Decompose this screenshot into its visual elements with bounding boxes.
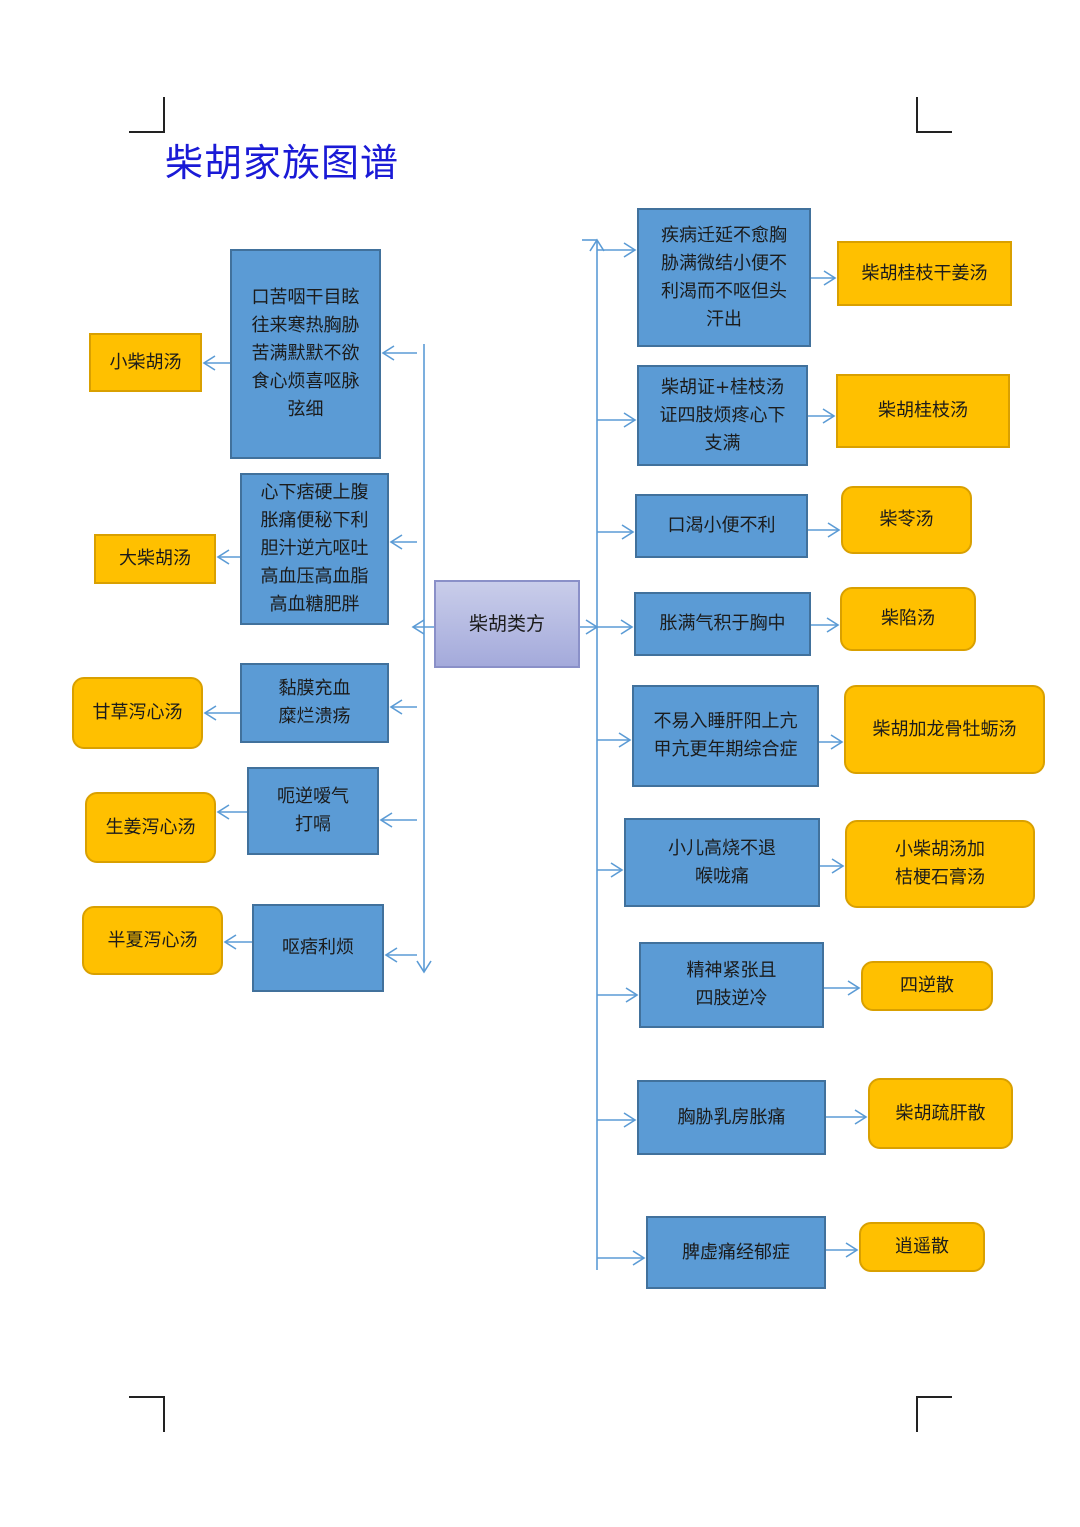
- arrow-trunk-to-right-condition-1-head: [623, 242, 637, 258]
- arrow-trunk-to-right-condition-5-head: [618, 732, 632, 748]
- arrow-trunk-to-left-condition-5-head: [384, 947, 398, 963]
- arrow-left-condition-to-formula-5-head: [223, 934, 237, 950]
- left-formula-1: 小柴胡汤: [89, 333, 202, 392]
- left-trunk-head: [416, 960, 432, 974]
- arrow-left-condition-to-formula-2-head: [216, 549, 230, 565]
- center-node: 柴胡类方: [434, 580, 580, 668]
- arrow-trunk-to-right-condition-2-head: [623, 412, 637, 428]
- arrow-right-condition-to-formula-7-head: [847, 980, 861, 996]
- arrow-right-condition-to-formula-9-head: [845, 1242, 859, 1258]
- arrow-trunk-to-right-condition-4-head: [620, 619, 634, 635]
- right-condition-5: 不易入睡肝阳上亢 甲亢更年期综合症: [632, 685, 819, 787]
- crop-mark-top-right: [916, 97, 952, 133]
- right-formula-1: 柴胡桂枝干姜汤: [837, 241, 1012, 306]
- arrow-trunk-to-right-condition-9-head: [632, 1250, 646, 1266]
- right-condition-8: 胸胁乳房胀痛: [637, 1080, 826, 1155]
- left-formula-4: 生姜泻心汤: [85, 792, 216, 863]
- right-formula-8: 柴胡疏肝散: [868, 1078, 1013, 1149]
- right-formula-6: 小柴胡汤加 桔梗石膏汤: [845, 820, 1035, 908]
- arrow-right-condition-to-formula-1-head: [823, 270, 837, 286]
- arrow-trunk-to-right-condition-7-head: [625, 987, 639, 1003]
- right-condition-2: 柴胡证+桂枝汤 证四肢烦疼心下 支满: [637, 365, 808, 466]
- right-condition-7: 精神紧张且 四肢逆冷: [639, 942, 824, 1028]
- left-condition-4: 呃逆嗳气 打嗝: [247, 767, 379, 855]
- arrow-right-condition-to-formula-2-head: [822, 408, 836, 424]
- arrow-trunk-to-left-condition-4-head: [379, 812, 393, 828]
- right-condition-9: 脾虚痛经郁症: [646, 1216, 826, 1289]
- arrow-right-condition-to-formula-3-head: [827, 522, 841, 538]
- arrow-right-condition-to-formula-4-head: [826, 617, 840, 633]
- right-condition-4: 胀满气积于胸中: [634, 592, 811, 656]
- left-formula-5: 半夏泻心汤: [82, 906, 223, 975]
- left-condition-3: 黏膜充血 糜烂溃疡: [240, 663, 389, 743]
- left-condition-5: 呕痞利烦: [252, 904, 384, 992]
- right-formula-3: 柴苓汤: [841, 486, 972, 554]
- left-condition-2: 心下痞硬上腹 胀痛便秘下利 胆汁逆亢呕吐 高血压高血脂 高血糖肥胖: [240, 473, 389, 625]
- right-condition-1: 疾病迁延不愈胸 胁满微结小便不 利渴而不呕但头 汗出: [637, 208, 811, 347]
- crop-mark-bottom-left: [129, 1396, 165, 1432]
- right-formula-7: 四逆散: [861, 961, 993, 1011]
- arrow-center-to-left-trunk-head: [411, 619, 425, 635]
- arrow-right-condition-to-formula-8-head: [854, 1109, 868, 1125]
- arrow-trunk-to-right-condition-3-head: [621, 524, 635, 540]
- right-formula-5: 柴胡加龙骨牡蛎汤: [844, 685, 1045, 774]
- arrow-left-condition-to-formula-3-head: [203, 705, 217, 721]
- arrow-trunk-to-left-condition-1-head: [381, 345, 395, 361]
- arrow-trunk-to-right-condition-6-head: [610, 862, 624, 878]
- right-formula-4: 柴陷汤: [840, 587, 976, 651]
- left-condition-1: 口苦咽干目眩 往来寒热胸胁 苦满默默不欲 食心烦喜呕脉 弦细: [230, 249, 381, 459]
- right-formula-9: 逍遥散: [859, 1222, 985, 1272]
- right-condition-6: 小儿高烧不退 喉咙痛: [624, 818, 820, 907]
- crop-mark-top-left: [129, 97, 165, 133]
- right-formula-2: 柴胡桂枝汤: [836, 374, 1010, 448]
- left-formula-3: 甘草泻心汤: [72, 677, 203, 749]
- left-formula-2: 大柴胡汤: [94, 534, 216, 584]
- arrow-trunk-to-left-condition-2-head: [389, 534, 403, 550]
- arrow-right-condition-to-formula-5-head: [830, 734, 844, 750]
- arrow-left-condition-to-formula-4-head: [216, 804, 230, 820]
- arrow-trunk-to-left-condition-3-head: [389, 699, 403, 715]
- page-title: 柴胡家族图谱: [165, 141, 400, 185]
- arrow-left-condition-to-formula-1-head: [202, 355, 216, 371]
- right-condition-3: 口渴小便不利: [635, 494, 808, 558]
- crop-mark-bottom-right: [916, 1396, 952, 1432]
- arrow-right-condition-to-formula-6-head: [831, 858, 845, 874]
- arrow-trunk-to-right-condition-8-head: [623, 1112, 637, 1128]
